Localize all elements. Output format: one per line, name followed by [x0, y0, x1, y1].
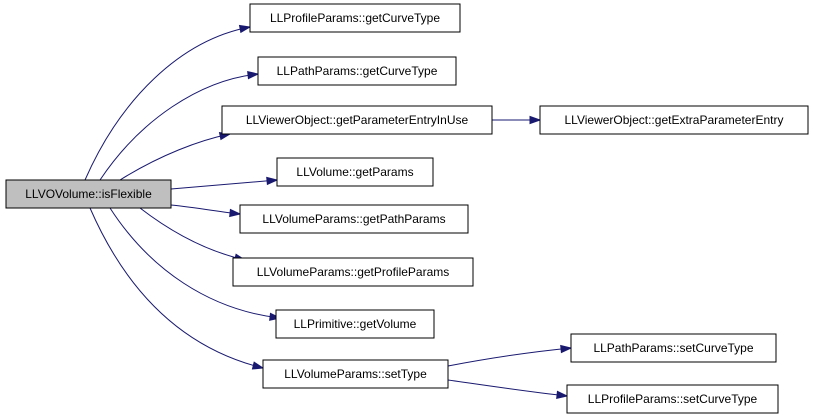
edge-root-to-n3 [119, 131, 232, 181]
node-label: LLVolumeParams::setType [284, 367, 427, 381]
node-box [276, 157, 434, 187]
node-label: LLViewerObject::getExtraParameterEntry [565, 113, 784, 127]
node-n2[interactable]: LLPathParams::getCurveType [257, 56, 457, 86]
node-n3[interactable]: LLViewerObject::getParameterEntryInUse [221, 105, 493, 135]
node-box [5, 179, 172, 209]
node-box [566, 384, 779, 414]
edge-line [109, 207, 281, 319]
node-label: LLVOVolume::isFlexible [25, 187, 152, 201]
edges-layer [84, 24, 573, 400]
node-box [257, 56, 457, 86]
node-n9[interactable]: LLVolumeParams::setType [262, 359, 449, 389]
node-n6[interactable]: LLVolumeParams::getPathParams [239, 204, 469, 234]
edge-line [84, 26, 251, 181]
node-box [249, 3, 461, 33]
node-label: LLProfileParams::getCurveType [270, 11, 440, 25]
arrowhead-icon [560, 344, 573, 354]
arrowhead-icon [529, 115, 542, 125]
node-box [539, 105, 809, 135]
edge-line [139, 207, 246, 261]
node-label: LLVolumeParams::getProfileParams [257, 265, 450, 279]
edge-n3-to-n4 [492, 115, 542, 125]
arrowhead-icon [229, 208, 242, 218]
node-n7[interactable]: LLVolumeParams::getProfileParams [232, 257, 474, 287]
edge-line [170, 179, 278, 190]
node-box [239, 204, 469, 234]
edge-root-to-n6 [170, 204, 242, 218]
node-label: LLVolumeParams::getPathParams [262, 212, 445, 226]
node-n10[interactable]: LLPathParams::setCurveType [570, 333, 777, 363]
node-box [262, 359, 449, 389]
nodes-layer: LLVOVolume::isFlexible LLProfileParams::g… [5, 3, 809, 414]
node-label: LLVolume::getParams [296, 165, 413, 179]
edge-root-to-n5 [170, 176, 279, 190]
edge-root-to-n1 [84, 24, 252, 181]
edge-line [447, 379, 568, 397]
edge-root-to-n9 [89, 207, 265, 370]
arrowhead-icon [247, 70, 260, 80]
node-label: LLPathParams::getCurveType [277, 64, 438, 78]
node-n8[interactable]: LLPrimitive::getVolume [275, 309, 435, 339]
node-label: LLProfileParams::setCurveType [588, 392, 758, 406]
arrowhead-icon [556, 390, 569, 400]
edge-root-to-n2 [99, 70, 260, 181]
edge-line [99, 73, 259, 181]
edge-line [447, 347, 572, 367]
node-box [221, 105, 493, 135]
node-n11[interactable]: LLProfileParams::setCurveType [566, 384, 779, 414]
node-n5[interactable]: LLVolume::getParams [276, 157, 434, 187]
node-label: LLViewerObject::getParameterEntryInUse [246, 113, 469, 127]
edge-n9-to-n10 [447, 344, 573, 367]
node-box [275, 309, 435, 339]
arrowhead-icon [238, 24, 252, 34]
node-n1[interactable]: LLProfileParams::getCurveType [249, 3, 461, 33]
node-label: LLPrimitive::getVolume [294, 317, 417, 331]
node-n4[interactable]: LLViewerObject::getExtraParameterEntry [539, 105, 809, 135]
edge-n9-to-n11 [447, 379, 569, 400]
edge-line [119, 133, 231, 181]
node-box [570, 333, 777, 363]
edge-line [89, 207, 264, 369]
arrowhead-icon [251, 361, 265, 370]
node-root[interactable]: LLVOVolume::isFlexible [5, 179, 172, 209]
node-label: LLPathParams::setCurveType [593, 341, 753, 355]
node-box [232, 257, 474, 287]
arrowhead-icon [266, 176, 279, 186]
